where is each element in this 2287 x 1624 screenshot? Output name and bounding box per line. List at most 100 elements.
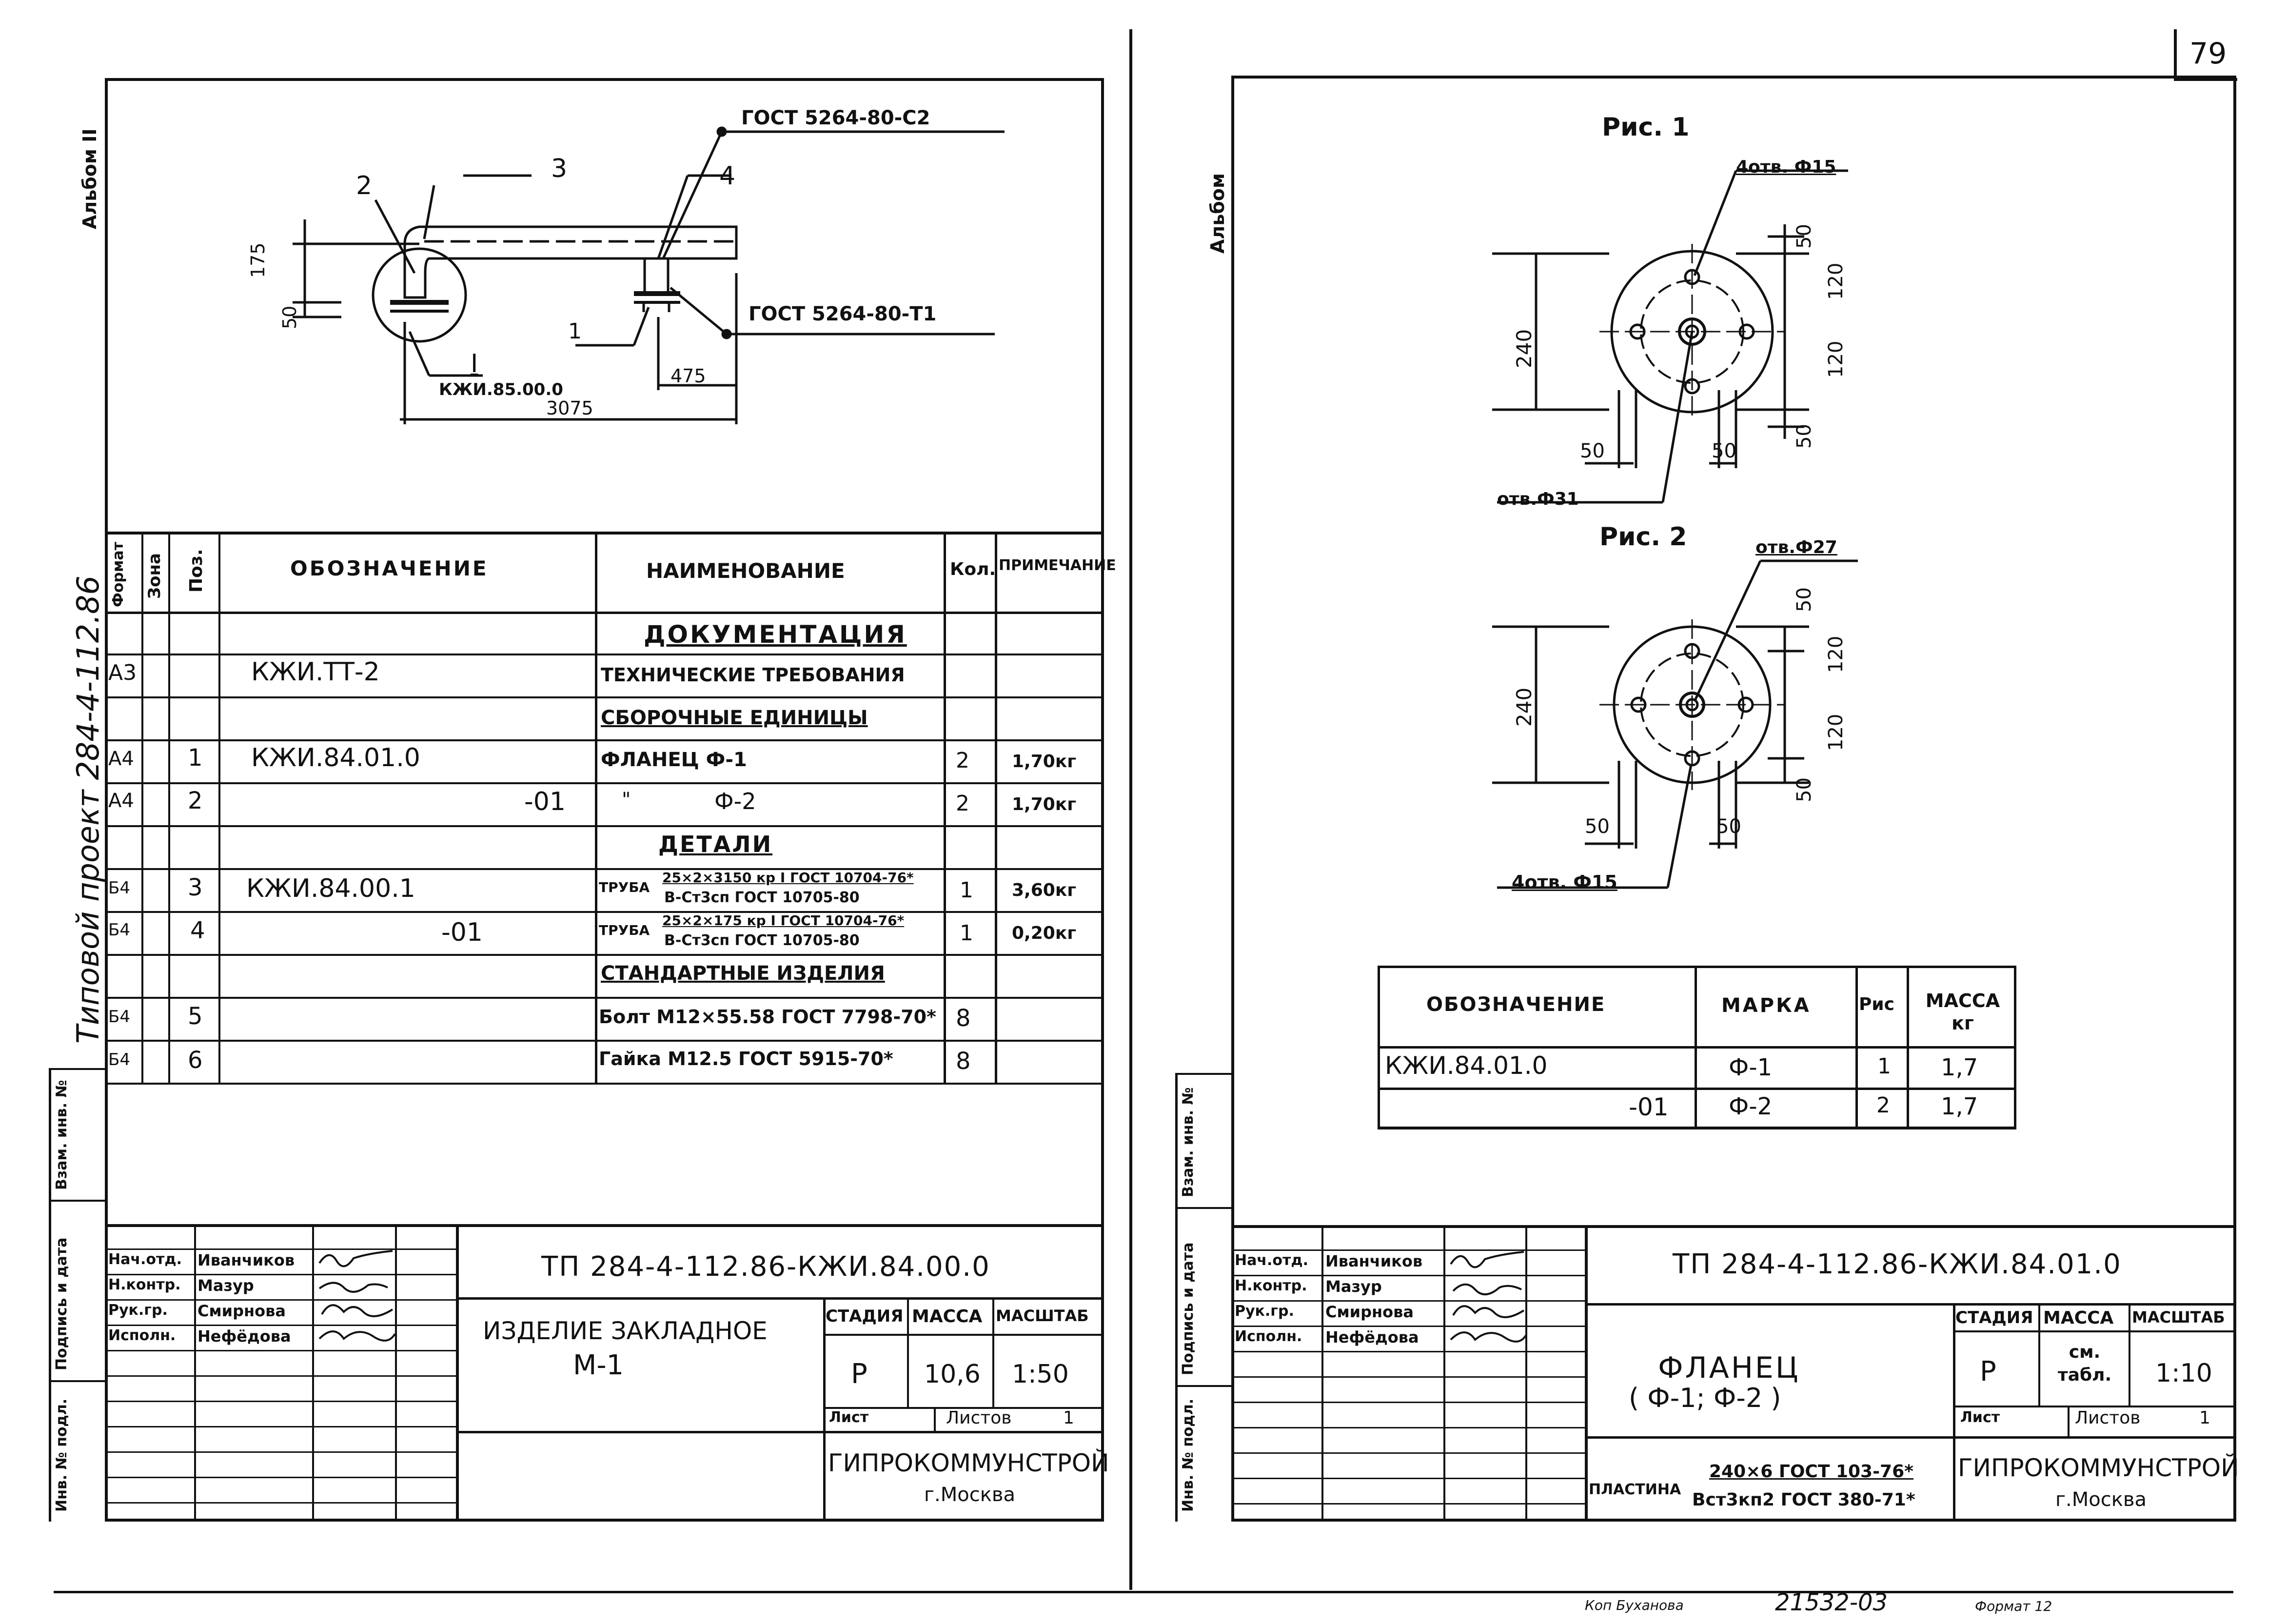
name-smirnova: Смирнова [197, 1302, 286, 1320]
embedded-part-drawing [293, 126, 1005, 424]
row-6-qty: 8 [956, 1048, 971, 1075]
fig2-dim-50-right: 50 [1716, 815, 1741, 838]
mark-row-2-fig: 2 [1876, 1093, 1890, 1118]
col-format-header: Формат [110, 542, 127, 607]
album-label-right: Альбом [1207, 173, 1228, 254]
role-nach-otd: Нач.отд. [108, 1251, 182, 1268]
material-top: 240×6 ГОСТ 103-76* [1709, 1462, 1913, 1482]
row-2-designation: -01 [524, 787, 566, 816]
name-ivanchikov: Иванчиков [197, 1251, 295, 1269]
signatures-right [1450, 1251, 1527, 1343]
massa-value-right: см. табл. [2057, 1342, 2112, 1385]
role-ispoln: Исполн. [108, 1327, 176, 1344]
row-2-note: 1,70кг [1012, 794, 1077, 814]
org-name-left: ГИПРОКОММУНСТРОЙ [828, 1449, 1109, 1477]
row-1-name: ФЛАНЕЦ Ф-1 [601, 749, 747, 771]
side-vzam: Взам. инв. № [53, 1080, 70, 1190]
masht-value-left: 1:50 [1012, 1360, 1069, 1389]
material-bottom: Вст3кп2 ГОСТ 380-71* [1692, 1490, 1915, 1510]
fig2-title: Рис. 2 [1599, 522, 1687, 552]
fig1-dim-50-bottom: 50 [1793, 424, 1815, 449]
row-3-name-bottom: В-Ст3сп ГОСТ 10705-80 [664, 889, 860, 906]
row-5-pos: 5 [188, 1003, 203, 1030]
name-mazur-right: Мазур [1325, 1277, 1382, 1296]
role-n-kontr-right: Н.контр. [1235, 1277, 1307, 1294]
role-ispoln-right: Исполн. [1235, 1328, 1302, 1345]
row-3-designation: КЖИ.84.00.1 [246, 874, 415, 903]
listov-label-right: Листов [2075, 1408, 2141, 1428]
doc-code-left: ТП 284-4-112.86-КЖИ.84.00.0 [541, 1251, 990, 1283]
col-qty-header: Кол. [950, 559, 996, 579]
listov-label-left: Листов [946, 1408, 1012, 1428]
mark-row-2-mass: 1,7 [1941, 1093, 1978, 1120]
row-2-format: А4 [108, 790, 134, 812]
album-label: Альбом II [79, 128, 100, 230]
row-6-format: Б4 [108, 1050, 130, 1069]
footer-order: 21532-03 [1775, 1589, 1888, 1616]
role-ruk-gr-right: Рук.гр. [1235, 1303, 1294, 1320]
title-flanec: ФЛАНЕЦ [1658, 1351, 1800, 1385]
row-a3-name: ТЕХНИЧЕСКИЕ ТРЕБОВАНИЯ [601, 664, 905, 686]
side-podpis-right: Подпись и дата [1180, 1242, 1197, 1375]
org-city-left: г.Москва [924, 1484, 1015, 1506]
row-a3-designation: КЖИ.ТТ-2 [251, 657, 380, 687]
row-4-name-prefix: ТРУБА [599, 922, 650, 938]
row-1-pos: 1 [188, 744, 203, 772]
footer-kop: Коп Буханова [1585, 1597, 1684, 1613]
side-inv: Инв. № подл. [53, 1398, 70, 1512]
material-prefix: ПЛАСТИНА [1589, 1481, 1681, 1498]
fig1-dim-120a: 120 [1825, 262, 1847, 300]
side-inv-right: Инв. № подл. [1180, 1398, 1197, 1512]
masht-header-right: МАСШТАБ [2132, 1308, 2225, 1327]
fig2-dim-50-bottom: 50 [1793, 777, 1815, 802]
mark-row-1-des: КЖИ.84.01.0 [1385, 1051, 1548, 1080]
gost-right-label: ГОСТ 5264-80-Т1 [749, 303, 937, 325]
list-label-left: Лист [829, 1409, 869, 1426]
row-4-name-bottom: В-Ст3сп ГОСТ 10705-80 [664, 932, 860, 949]
row-3-format: Б4 [108, 878, 130, 898]
pos-3-label: 3 [551, 154, 568, 183]
stadia-value-right: Р [1980, 1356, 1996, 1387]
row-2-ditto: " [622, 789, 631, 811]
fig1-title: Рис. 1 [1602, 113, 1690, 142]
page-number: 79 [2189, 37, 2227, 71]
section-assembly: СБОРОЧНЫЕ ЕДИНИЦЫ [601, 707, 868, 729]
name-nefedova: Нефёдова [197, 1327, 291, 1346]
massa-value-left: 10,6 [924, 1360, 981, 1389]
row-4-format: Б4 [108, 920, 130, 940]
row-2-name: Ф-2 [714, 788, 756, 814]
project-label: Типовой проект 284-4-112.86 [70, 575, 106, 1044]
col-pos-header: Поз. [186, 549, 206, 593]
ref-label: КЖИ.85.00.0 [439, 380, 563, 399]
fig2-dim-120b: 120 [1825, 713, 1847, 751]
name-mazur: Мазур [197, 1276, 254, 1295]
dim-50: 50 [279, 305, 300, 329]
listov-count-right: 1 [2199, 1408, 2210, 1428]
name-smirnova-right: Смирнова [1325, 1303, 1414, 1321]
fig2-dim-120a: 120 [1825, 635, 1847, 673]
fig1-dim-50-left: 50 [1580, 440, 1605, 462]
row-3-note: 3,60кг [1012, 880, 1077, 900]
title-izdelie: ИЗДЕЛИЕ ЗАКЛАДНОЕ [483, 1317, 768, 1345]
org-name-right: ГИПРОКОММУНСТРОЙ [1958, 1454, 2239, 1482]
mark-row-1-mark: Ф-1 [1729, 1054, 1773, 1081]
fig1-center-hole-label: отв.Ф31 [1497, 489, 1579, 509]
name-ivanchikov-right: Иванчиков [1325, 1252, 1423, 1270]
listov-count-left: 1 [1063, 1408, 1074, 1428]
side-vzam-right: Взам. инв. № [1180, 1087, 1197, 1197]
row-3-qty: 1 [960, 878, 973, 903]
masht-value-right: 1:10 [2155, 1359, 2212, 1388]
role-nach-otd-right: Нач.отд. [1235, 1252, 1308, 1269]
row-1-format: А4 [108, 748, 134, 770]
masht-header-left: МАСШТАБ [996, 1307, 1089, 1325]
mark-col-fig-header: Рис [1859, 994, 1894, 1014]
section-documentation: ДОКУМЕНТАЦИЯ [644, 620, 907, 649]
fig2-dim-50-left: 50 [1585, 815, 1610, 838]
row-5-name: Болт М12×55.58 ГОСТ 7798-70* [599, 1006, 936, 1028]
title-m1: М-1 [573, 1349, 624, 1381]
mark-row-2-mark: Ф-2 [1729, 1093, 1773, 1120]
gost-top-label: ГОСТ 5264-80-С2 [741, 107, 930, 129]
row-2-qty: 2 [956, 791, 969, 816]
row-4-note: 0,20кг [1012, 923, 1077, 943]
signatures-left [318, 1250, 396, 1342]
